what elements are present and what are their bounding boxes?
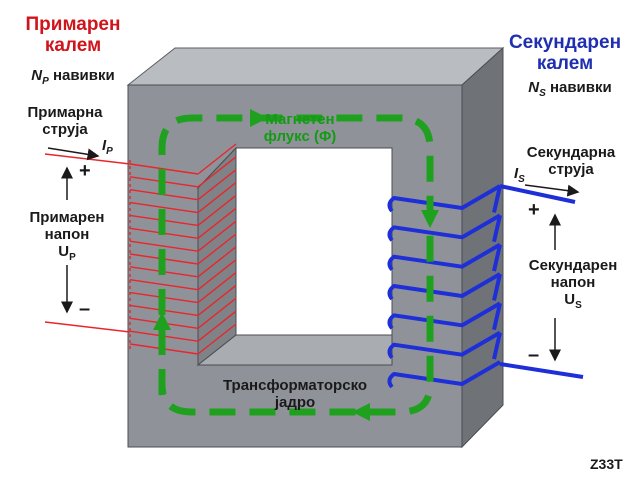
secondary-lead-top (499, 184, 576, 204)
secondary-title-line1: Секундарен (508, 32, 622, 53)
primary-voltage-label: Примарен напон UP (17, 209, 117, 263)
primary-coil-turn-back (197, 310, 237, 342)
secondary-coil-turn-link (492, 273, 502, 301)
primary-coil (129, 143, 237, 355)
primary-current-line1: Примарна (27, 104, 103, 121)
secondary-current-arrow (524, 184, 580, 197)
primary-current-arrow (47, 147, 100, 161)
secondary-coil-turn (387, 360, 502, 389)
primary-coil-title: Примарен калем (18, 14, 128, 57)
primary-coil-turn-back (197, 246, 237, 278)
primary-voltage-sub: P (69, 251, 76, 263)
core-line1: Трансформаторско (222, 377, 368, 394)
primary-coil-turn-back (197, 143, 237, 175)
secondary-voltage-line1: Секундарен (528, 257, 618, 274)
primary-coil-turn-front (129, 201, 199, 214)
secondary-coil-turn (387, 272, 502, 301)
primary-coil-turn-front (129, 240, 199, 252)
core-top-face (126, 47, 505, 86)
secondary-turns-sub: S (539, 88, 546, 99)
flux-arrow-right (421, 210, 439, 228)
primary-current-line2: струја (42, 120, 88, 138)
primary-current-symbol-label: IP (102, 137, 113, 157)
core-line2: јадро (274, 393, 316, 411)
primary-title-line2: калем (44, 35, 102, 57)
core-window-back (235, 147, 393, 336)
primary-turns-label: NP навивки (18, 67, 128, 87)
core-label: Трансформаторско јадро (210, 377, 380, 412)
flux-path (158, 114, 434, 416)
primary-coil-turn-back (197, 207, 237, 239)
primary-minus-sign: – (79, 298, 91, 320)
secondary-coil-turn (387, 184, 502, 213)
flux-line1: Магнетен (265, 111, 335, 128)
primary-coil-turn-front (129, 279, 199, 291)
primary-title-line1: Примарен (25, 14, 121, 35)
secondary-coil-title: Секундарен калем (495, 32, 635, 75)
primary-plus-sign: + (79, 160, 91, 182)
primary-turns-sub: P (42, 76, 49, 87)
diagram-code: Z33T (590, 456, 623, 472)
secondary-title-line2: калем (536, 53, 594, 75)
secondary-voltage-line2: напон (550, 273, 596, 291)
primary-voltage-line1: Примарен (29, 209, 105, 226)
primary-coil-turn-back (197, 284, 237, 316)
secondary-current-line1: Секундарна (526, 144, 616, 161)
secondary-current-symbol: I (514, 165, 519, 182)
flux-arrow-left (153, 312, 171, 330)
secondary-coil (387, 184, 502, 389)
secondary-current-symbol-label: IS (514, 165, 525, 185)
core-window-bottom-wall (196, 334, 393, 366)
secondary-coil-turn-link (492, 214, 502, 243)
primary-lead-bottom (44, 321, 131, 333)
secondary-coil-turn (387, 301, 502, 330)
primary-current-label: Примарна струја (15, 104, 115, 139)
secondary-current-line2: струја (548, 160, 594, 178)
secondary-coil-turn (387, 330, 502, 359)
secondary-voltage-sub: S (575, 299, 582, 311)
primary-coil-turn-back (197, 233, 237, 265)
secondary-coil-turn (387, 213, 502, 242)
primary-coil-turn-back (197, 259, 237, 291)
primary-voltage-line2: напон (44, 225, 90, 243)
primary-turns-word: навивки (52, 67, 115, 84)
secondary-coil-turn-link (492, 185, 502, 213)
secondary-current-label: Секундарна струја (510, 144, 632, 179)
secondary-turns-symbol: N (528, 79, 540, 96)
secondary-voltage-label: Секундарен напон US (511, 257, 635, 311)
primary-coil-turn-back (197, 220, 237, 252)
primary-coil-turn-back (197, 182, 237, 214)
secondary-coil-turn-link (492, 244, 502, 272)
primary-coil-turn-back (197, 272, 237, 304)
flux-arrow-bottom (352, 403, 370, 421)
secondary-voltage-symbol: U (564, 290, 576, 308)
flux-label: Магнетен флукс (Φ) (240, 111, 360, 146)
secondary-coil-turn-link (492, 332, 502, 360)
flux-arrow-top (250, 109, 268, 127)
primary-coil-turn-back (197, 169, 237, 201)
primary-coil-turn-back (197, 297, 237, 329)
secondary-turns-label: NS навивки (510, 79, 630, 99)
secondary-coil-turn (387, 242, 502, 271)
primary-current-symbol: I (102, 137, 107, 154)
primary-voltage-symbol: U (58, 242, 70, 260)
secondary-plus-sign: + (528, 199, 540, 221)
flux-line2: флукс (Φ) (263, 127, 337, 145)
primary-coil-turn-back (197, 156, 237, 188)
secondary-turns-word: навивки (549, 79, 612, 96)
secondary-coil-turn-link (492, 302, 502, 331)
primary-current-sub: P (106, 146, 113, 157)
primary-turns-symbol: N (31, 67, 43, 84)
secondary-minus-sign: – (528, 344, 540, 366)
primary-coil-turn-back (197, 194, 237, 226)
primary-coil-turn-back (197, 323, 237, 355)
secondary-lead-bottom (499, 362, 584, 379)
secondary-current-sub: S (518, 174, 525, 185)
